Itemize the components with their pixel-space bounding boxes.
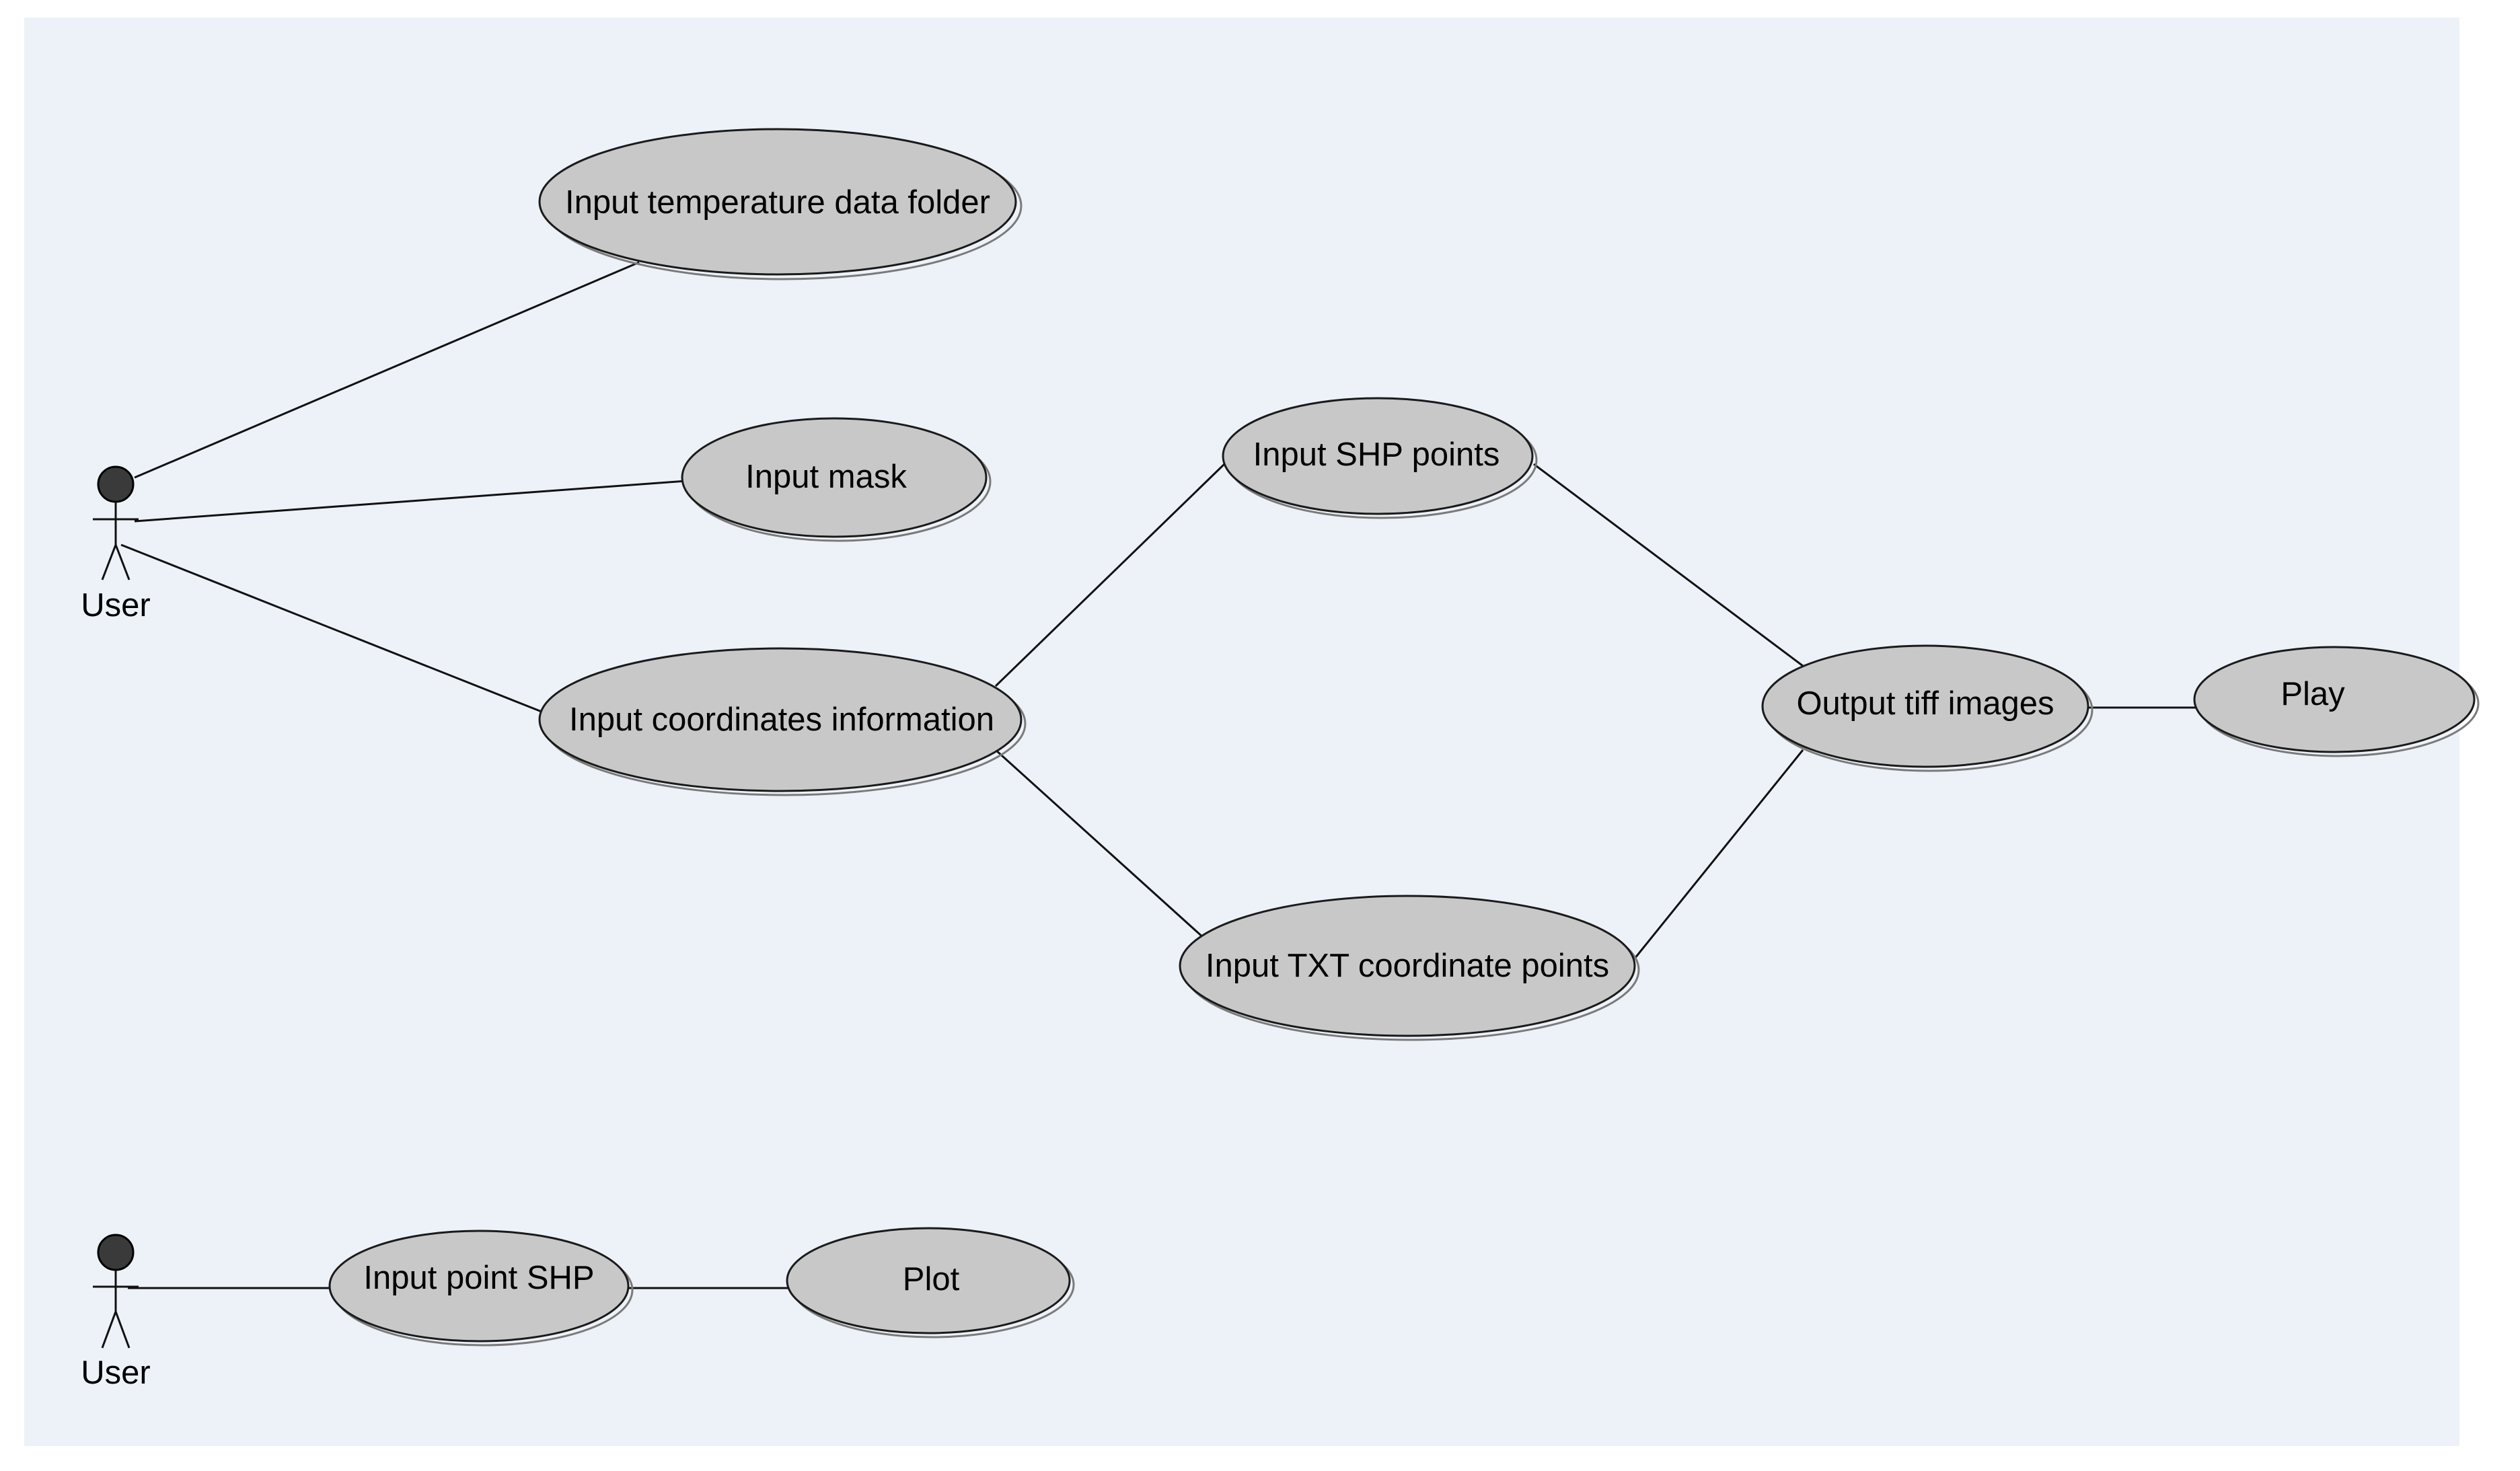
actor-head-icon (97, 465, 135, 503)
use-case-input-temperature[interactable]: Input temperature data folder (538, 128, 1023, 280)
use-case-label: Input temperature data folder (565, 184, 990, 221)
link-coordinates-txt (994, 749, 1206, 940)
use-case-ellipse (2193, 646, 2476, 753)
use-case-label: Input TXT coordinate points (1206, 948, 1609, 984)
use-case-input-shp-points[interactable]: Input SHP points (1222, 397, 1538, 519)
actor-leg-right (114, 544, 131, 580)
actor-leg-left (101, 544, 117, 580)
use-case-input-mask[interactable]: Input mask (681, 417, 992, 542)
use-case-ellipse (538, 647, 1023, 792)
use-case-label: Input SHP points (1253, 437, 1500, 473)
use-case-ellipse (681, 417, 988, 538)
link-user-mask (134, 480, 687, 523)
use-case-play[interactable]: Play (2193, 646, 2480, 757)
use-case-ellipse (328, 1230, 630, 1343)
link-txt-output (1633, 749, 1804, 959)
use-case-ellipse (1222, 397, 1534, 515)
use-case-ellipse (1179, 895, 1636, 1037)
use-case-ellipse (1761, 644, 2089, 768)
use-case-label: Plot (903, 1261, 960, 1297)
actor-head-icon (97, 1234, 135, 1271)
associations (120, 261, 2197, 1289)
link-coordinates-shp (994, 463, 1226, 687)
actor-leg-left (101, 1311, 117, 1349)
link-shp-output (1533, 463, 1804, 667)
actor-leg-right (114, 1311, 131, 1349)
actor-label: User (81, 1355, 150, 1391)
use-case-label: Input point SHP (363, 1260, 594, 1296)
use-case-ellipse (786, 1227, 1071, 1334)
use-case-output-tiff[interactable]: Output tiff images (1761, 644, 2093, 772)
use-case-label: Play (2281, 676, 2345, 712)
link-user-coordinates (120, 543, 546, 714)
use-case-ellipse (538, 128, 1017, 276)
use-case-input-point-shp[interactable]: Input point SHP (328, 1230, 634, 1347)
diagram-background (24, 17, 2459, 1446)
actor-user-bottom[interactable]: User (81, 1234, 151, 1391)
actor-user-top[interactable]: User (81, 465, 151, 624)
use-case-input-coordinates[interactable]: Input coordinates information (538, 647, 1027, 796)
link-user-temperature (134, 261, 640, 479)
use-case-label: Output tiff images (1796, 685, 2054, 722)
use-case-input-txt-points[interactable]: Input TXT coordinate points (1179, 895, 1640, 1041)
use-case-label: Input coordinates information (569, 702, 994, 738)
use-case-plot[interactable]: Plot (786, 1227, 1075, 1338)
use-case-label: Input mask (745, 459, 907, 495)
actor-label: User (81, 587, 150, 624)
